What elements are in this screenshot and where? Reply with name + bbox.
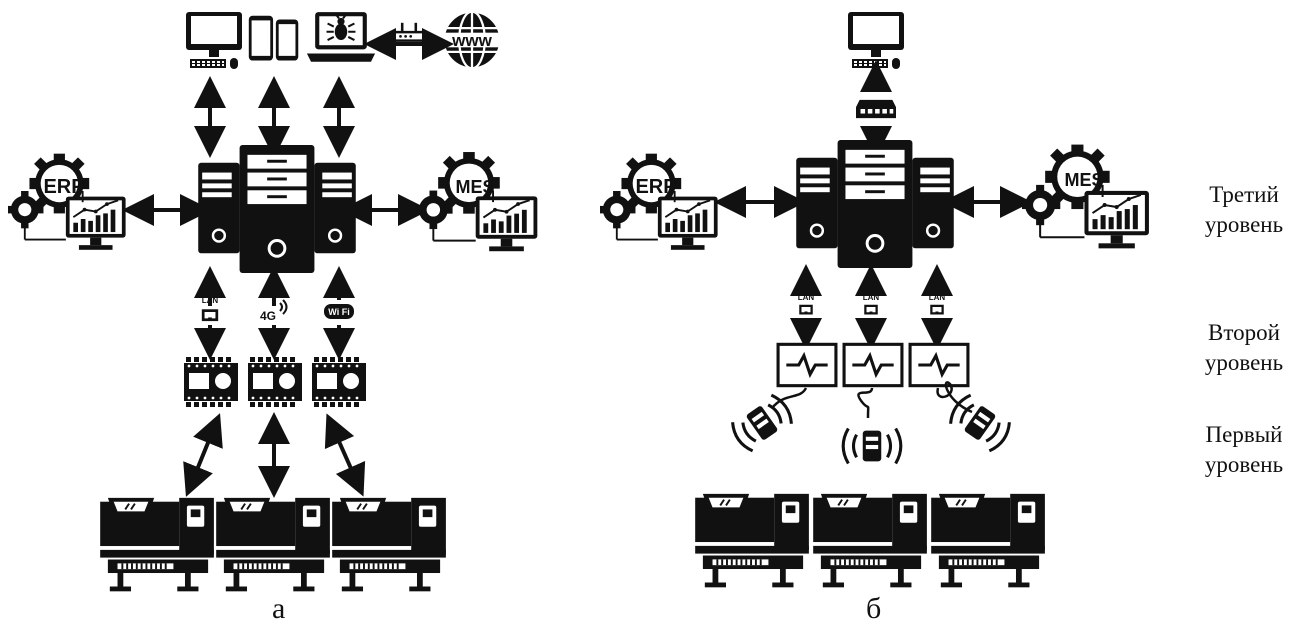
level-label-second: Второй уровень <box>1184 318 1304 378</box>
machine-icon <box>216 498 330 591</box>
level-label-line2: уровень <box>1184 450 1304 480</box>
io-module-icon <box>312 357 366 407</box>
sensor-cables <box>772 382 972 418</box>
lan-icon <box>864 305 878 315</box>
lan-label: LAN <box>929 293 946 302</box>
www-label: www <box>451 31 492 50</box>
lan-label: LAN <box>863 293 880 302</box>
lan-icon <box>799 305 813 315</box>
io-module-icon <box>184 357 238 407</box>
panel-a: www ERP MES LAN 4G <box>6 12 537 592</box>
panel-b: ERP MES LAN LAN LAN <box>598 12 1149 587</box>
mes-gear-icon <box>1020 145 1149 249</box>
network-switch-icon <box>856 100 896 118</box>
lan-label: LAN <box>202 296 219 305</box>
4g-label: 4G <box>260 309 276 323</box>
tablet-icon <box>249 16 298 61</box>
wifi-label: Wi Fi <box>328 307 349 317</box>
machine-icon <box>100 498 214 591</box>
panel-label-a: а <box>272 592 285 626</box>
monitor-icon <box>848 12 904 69</box>
wireless-sensor-icon <box>843 429 901 464</box>
io-module-icon <box>248 357 302 407</box>
level-label-line1: Второй <box>1184 318 1304 348</box>
monitor-icon <box>186 12 242 69</box>
oscilloscope-icon <box>844 344 902 385</box>
level-label-first: Первый уровень <box>1184 420 1304 480</box>
machine-icon <box>695 494 809 587</box>
level-label-third: Третий уровень <box>1184 180 1304 240</box>
erp-gear-icon <box>598 154 717 250</box>
server-rack-icon <box>198 145 356 273</box>
machine-icon <box>813 494 927 587</box>
erp-label: ERP <box>635 176 676 198</box>
level-label-line2: уровень <box>1184 210 1304 240</box>
wireless-sensor-icon <box>728 392 795 454</box>
panel-label-b: б <box>866 592 881 626</box>
laptop-bug-icon <box>307 12 375 62</box>
server-rack-icon <box>796 140 954 268</box>
level-label-line1: Первый <box>1184 420 1304 450</box>
mes-gear-icon <box>414 152 537 251</box>
level-label-line2: уровень <box>1184 348 1304 378</box>
lan-label: LAN <box>798 293 815 302</box>
erp-label: ERP <box>43 176 84 198</box>
lan-icon <box>930 305 944 315</box>
erp-gear-icon <box>6 154 125 250</box>
router-icon <box>394 23 425 41</box>
machine-icon <box>931 494 1045 587</box>
mes-label: MES <box>1064 170 1103 190</box>
mes-label: MES <box>455 177 494 197</box>
machine-icon <box>332 498 446 591</box>
oscilloscope-icon <box>910 344 968 385</box>
oscilloscope-icon <box>778 344 836 385</box>
4g-icon <box>280 300 287 314</box>
lan-icon <box>202 309 218 321</box>
level-label-line1: Третий <box>1184 180 1304 210</box>
